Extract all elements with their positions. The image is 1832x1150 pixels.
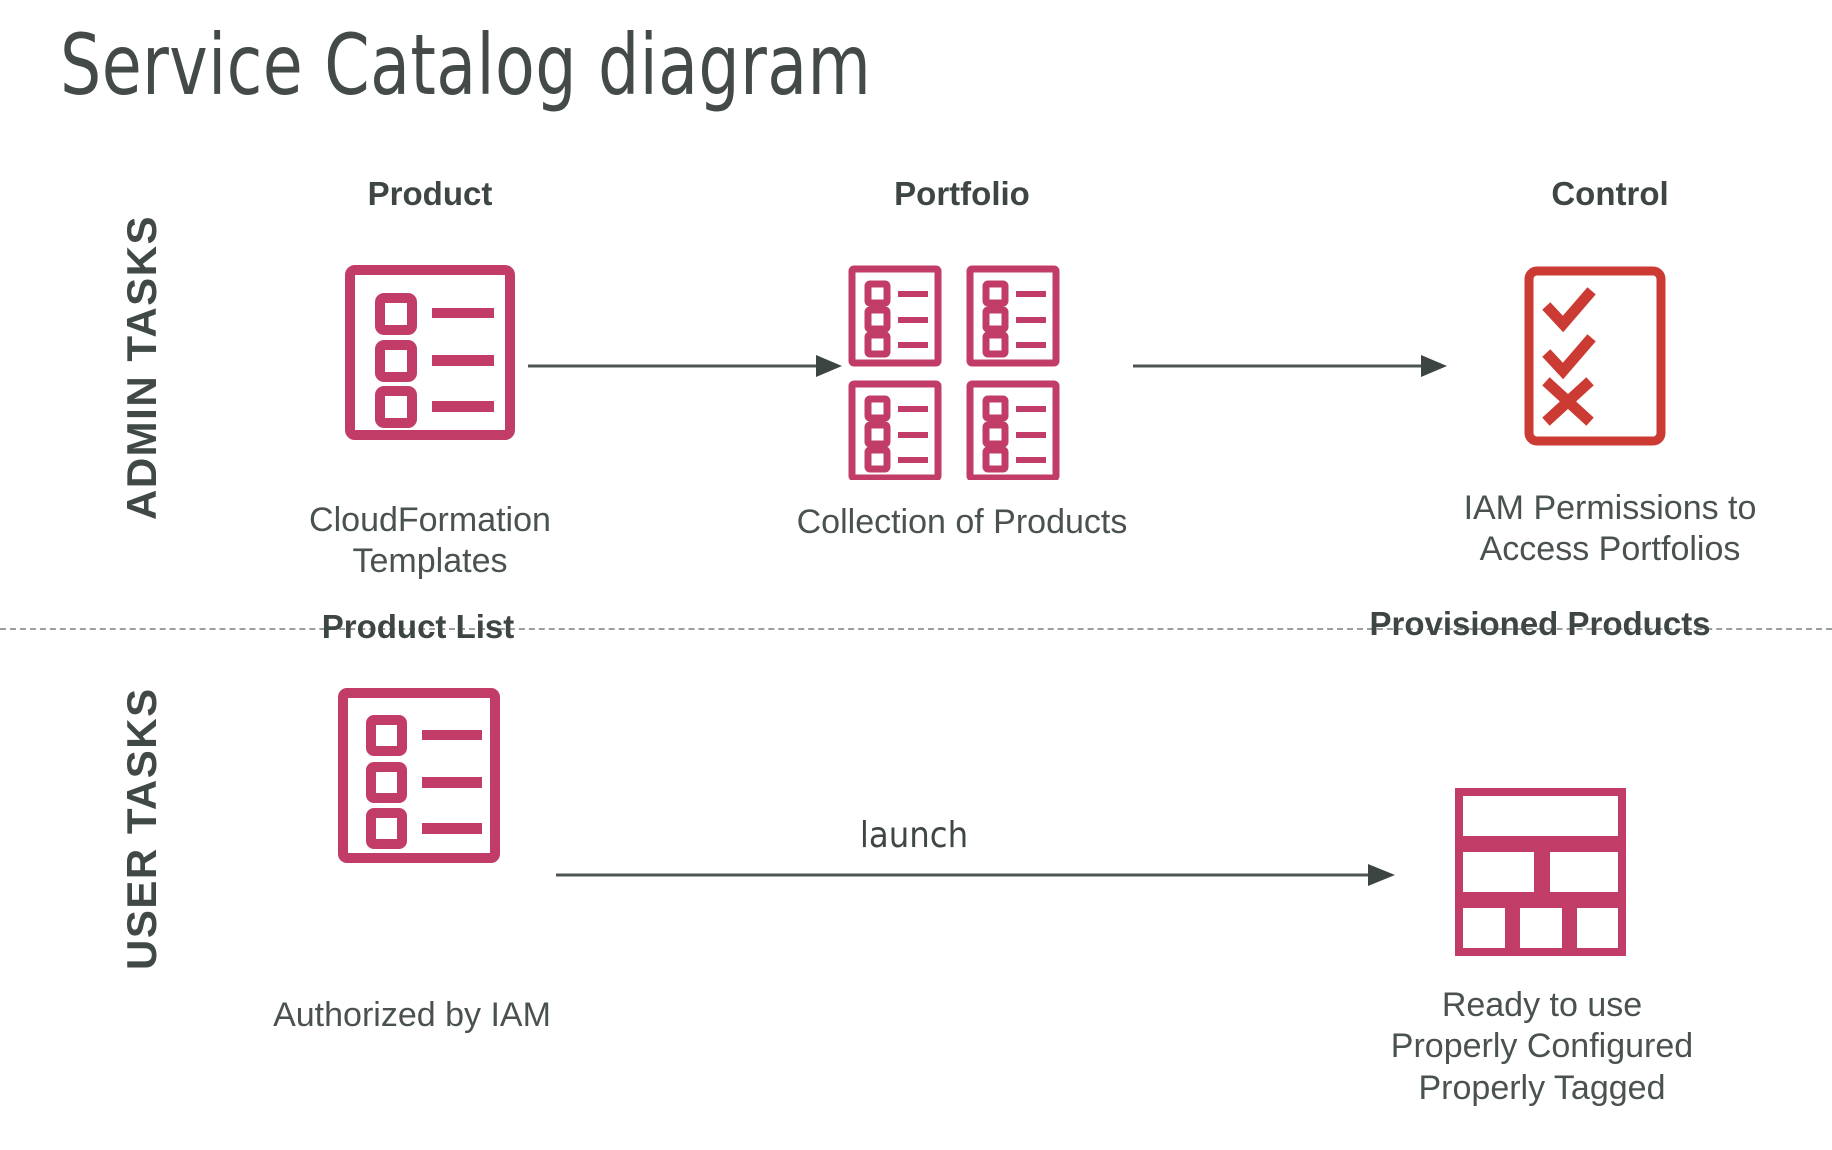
node-heading-product: Product <box>367 175 493 212</box>
arrow-portfolio-to-control <box>1133 348 1448 389</box>
band-label-user-tasks: USER TASKS <box>118 687 165 970</box>
node-caption-provisioned-products: Ready to use Properly Configured Properl… <box>1390 986 1694 1107</box>
product-list-icon <box>345 265 515 440</box>
node-heading-product-list: Product List <box>321 608 515 645</box>
arrow-label-launch: launch <box>859 815 969 856</box>
arrow-launch <box>556 857 1396 898</box>
node-caption-product: CloudFormation Templates <box>309 501 551 581</box>
arrow-product-to-portfolio <box>528 348 843 389</box>
node-heading-provisioned-products: Provisioned Products <box>1369 605 1711 642</box>
node-heading-control: Control <box>1551 175 1669 212</box>
node-caption-portfolio: Collection of Products <box>796 503 1128 541</box>
band-divider <box>0 628 1832 630</box>
portfolio-grid-icon <box>848 265 1063 480</box>
page-title: Service Catalog diagram <box>60 16 872 114</box>
node-caption-product-list: Authorized by IAM <box>273 996 551 1034</box>
provisioned-blocks-icon <box>1455 788 1630 960</box>
product-list-icon-user <box>338 688 500 863</box>
node-caption-control: IAM Permissions to Access Portfolios <box>1463 489 1757 569</box>
node-heading-portfolio: Portfolio <box>894 175 1030 212</box>
control-checklist-icon <box>1524 266 1666 446</box>
band-label-admin-tasks: ADMIN TASKS <box>118 214 165 520</box>
